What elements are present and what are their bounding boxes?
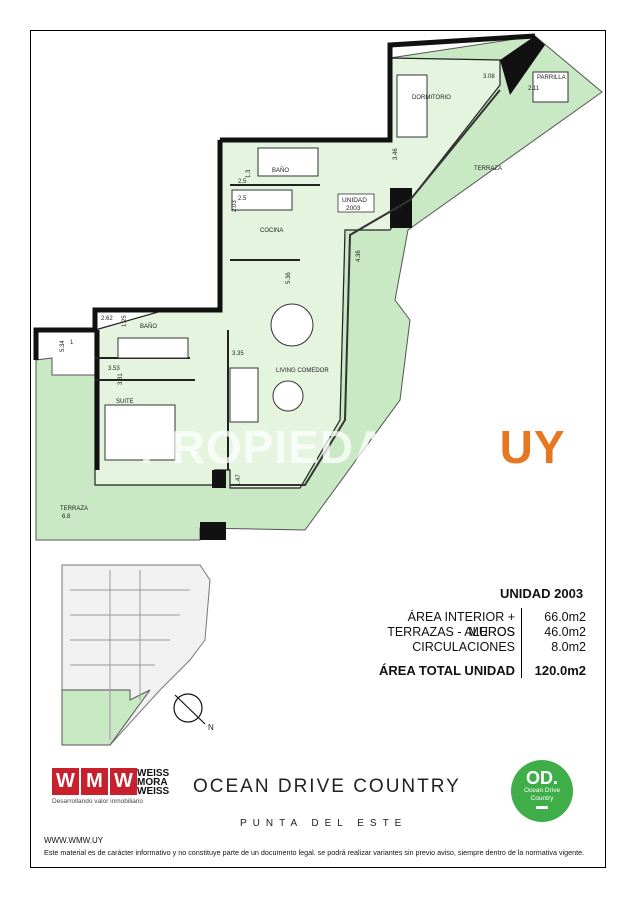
kitchen-counter [231, 189, 293, 211]
dim-203: 2.03 [232, 200, 238, 212]
logo-letter: M [81, 768, 108, 795]
room-parrilla: PARRILLA [537, 75, 566, 81]
area-value: 66.0m2 [544, 610, 586, 624]
total-value: 120.0m2 [534, 663, 586, 678]
room-bano-2: BAÑO [140, 323, 157, 330]
bath2-fixtures [117, 337, 189, 359]
dim-1: 1 [70, 340, 74, 346]
bed-dormitorio [396, 74, 428, 138]
od-line1: Ocean Drive [523, 787, 561, 794]
sofa [229, 367, 259, 423]
area-row: TERRAZAS - ALEROS 46.0m2 [360, 625, 586, 640]
column-2 [390, 188, 412, 228]
logo-letter: W [52, 768, 79, 795]
logo-word: WEISS [137, 786, 170, 797]
area-row: CIRCULACIONES 8.0m2 [360, 640, 586, 655]
unit-tag-number: 2003 [346, 205, 361, 212]
dim-211: 2.11 [528, 86, 540, 92]
dim-68: 6.8 [62, 514, 71, 520]
room-suite: SUITE [116, 399, 134, 405]
watermark-suffix: UY [499, 421, 566, 473]
dim-25b: 2.5 [238, 196, 247, 202]
logo-letter: W [110, 768, 137, 795]
logo-words: WEISS MORA WEISS [137, 768, 170, 797]
room-terraza-2: TERRAZA [60, 506, 88, 512]
disclaimer: Este material es de carácter informativo… [44, 848, 585, 857]
od-bar [536, 806, 548, 809]
dim-536: 5.36 [286, 272, 292, 284]
unit-tag-label: UNIDAD [342, 197, 367, 204]
dim-13: 1.3 [246, 169, 252, 178]
wall-west [33, 140, 223, 360]
dim-335: 3.35 [232, 351, 244, 357]
website-url[interactable]: WWW.WMW.UY [44, 836, 104, 845]
column-3 [200, 522, 226, 540]
project-name: OCEAN DRIVE COUNTRY [193, 776, 461, 797]
dim-147: 1.47 [236, 474, 242, 486]
room-dormitorio: DORMITORIO [412, 95, 451, 101]
area-name: TERRAZAS - ALEROS [387, 625, 515, 639]
logo-tagline: Desarrollando valor inmobiliario [52, 798, 144, 805]
compass-north-label: N [208, 723, 214, 732]
dim-60: 6.0 [395, 205, 405, 216]
room-cocina: COCINA [260, 228, 283, 234]
room-terraza-1: TERRAZA [474, 166, 502, 172]
dim-25a: 2.5 [238, 179, 247, 185]
unit-title: UNIDAD 2003 [500, 586, 584, 601]
dim-353: 3.53 [108, 366, 120, 372]
watermark-brand: PROPIEDADES [140, 421, 486, 473]
unit-tag-box [337, 193, 375, 213]
watermark: PROPIEDADES UY [140, 420, 566, 474]
compass-icon [173, 693, 206, 725]
page-frame [30, 30, 606, 868]
od-mark: OD. [525, 768, 558, 788]
key-plan [61, 564, 211, 746]
wall-north [220, 33, 536, 143]
dim-346: 3.46 [393, 148, 399, 160]
column-4 [500, 36, 545, 95]
area-divider [521, 608, 522, 678]
dim-534: 5.34 [60, 340, 66, 352]
area-name: ÁREA INTERIOR + MUROS [407, 610, 515, 639]
area-row: ÁREA INTERIOR + MUROS 66.0m2 [360, 610, 586, 639]
dim-125: 1.25 [122, 315, 128, 327]
dim-308: 3.08 [483, 74, 495, 80]
room-living: LIVING COMEDOR [276, 368, 329, 374]
area-name: CIRCULACIONES [412, 640, 515, 654]
dim-262: 2.62 [101, 316, 113, 322]
column-1 [212, 470, 226, 488]
area-total: ÁREA TOTAL UNIDAD 120.0m2 [360, 663, 586, 678]
glazing-line [230, 89, 501, 486]
logo-word: MORA [137, 777, 168, 788]
logo-word: WEISS [137, 768, 170, 779]
bed-suite [104, 404, 176, 461]
od-line2: Country [530, 795, 554, 802]
area-table: ÁREA INTERIOR + MUROS 66.0m2 TERRAZAS - A… [360, 610, 586, 655]
od-logo: OD. Ocean Drive Country [511, 760, 573, 822]
wmw-logo: W M W [52, 768, 139, 795]
coffee-table [272, 380, 304, 412]
room-bano-1: BAÑO [272, 167, 289, 174]
area-value: 8.0m2 [551, 640, 586, 654]
dim-436: 4.36 [356, 250, 362, 262]
city-name: PUNTA DEL ESTE [240, 818, 408, 829]
area-value: 46.0m2 [544, 625, 586, 639]
bath-fixtures [257, 147, 319, 177]
parrilla-block [532, 71, 569, 103]
total-name: ÁREA TOTAL UNIDAD [378, 663, 515, 678]
dim-331: 3.31 [118, 373, 124, 385]
dining-table [270, 303, 314, 347]
